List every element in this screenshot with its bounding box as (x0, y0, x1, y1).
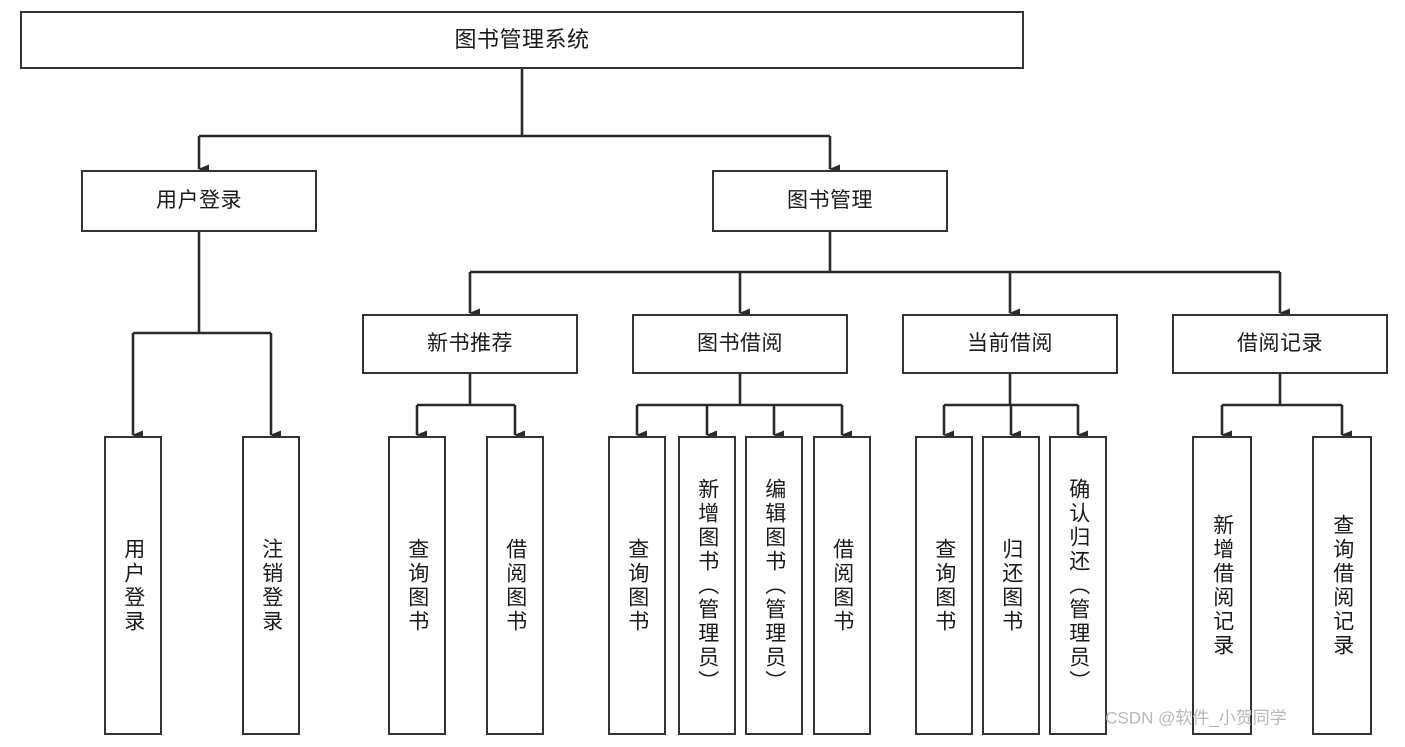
node-leaf-add-book[interactable]: 新增图书（管理员） (678, 436, 736, 735)
node-current-borrow[interactable]: 当前借阅 (902, 314, 1118, 374)
node-label-current-borrow: 当前借阅 (967, 331, 1053, 355)
node-label-leaf-return-book: 归还图书 (999, 537, 1023, 634)
node-label-leaf-query-borrow-record: 查询借阅记录 (1330, 513, 1354, 658)
node-leaf-borrow-book-2[interactable]: 借阅图书 (813, 436, 871, 735)
node-leaf-return-book[interactable]: 归还图书 (982, 436, 1040, 735)
node-user-login[interactable]: 用户登录 (81, 170, 317, 232)
node-label-borrow-record: 借阅记录 (1237, 331, 1323, 355)
node-label-leaf-borrow-book-1: 借阅图书 (503, 537, 527, 634)
node-label-leaf-query-book-3: 查询图书 (932, 537, 956, 634)
node-leaf-add-borrow-record[interactable]: 新增借阅记录 (1192, 436, 1252, 735)
node-label-leaf-edit-book: 编辑图书（管理员） (762, 477, 786, 694)
edges-group (131, 69, 1352, 440)
node-borrow-record[interactable]: 借阅记录 (1172, 314, 1388, 374)
node-label-root: 图书管理系统 (454, 27, 590, 53)
node-label-leaf-user-logout: 注销登录 (259, 537, 283, 634)
node-label-book-manage: 图书管理 (787, 188, 873, 212)
node-leaf-query-book-1[interactable]: 查询图书 (388, 436, 446, 735)
node-label-leaf-user-login: 用户登录 (121, 537, 145, 634)
watermark-label: CSDN @软件_小贺同学 (1105, 708, 1287, 728)
node-label-leaf-query-book-2: 查询图书 (625, 537, 649, 634)
node-leaf-edit-book[interactable]: 编辑图书（管理员） (745, 436, 803, 735)
node-label-leaf-add-borrow-record: 新增借阅记录 (1210, 513, 1234, 658)
node-label-user-login: 用户登录 (156, 188, 242, 212)
node-leaf-query-book-3[interactable]: 查询图书 (915, 436, 973, 735)
node-leaf-borrow-book-1[interactable]: 借阅图书 (486, 436, 544, 735)
node-new-book-recommend[interactable]: 新书推荐 (362, 314, 578, 374)
node-leaf-query-book-2[interactable]: 查询图书 (608, 436, 666, 735)
node-label-new-book-recommend: 新书推荐 (427, 331, 513, 355)
node-label-leaf-borrow-book-2: 借阅图书 (830, 537, 854, 634)
node-leaf-user-logout[interactable]: 注销登录 (242, 436, 300, 735)
node-label-book-borrow: 图书借阅 (697, 331, 783, 355)
node-root[interactable]: 图书管理系统 (20, 11, 1024, 69)
node-leaf-user-login[interactable]: 用户登录 (104, 436, 162, 735)
node-label-leaf-confirm-return: 确认归还（管理员） (1066, 477, 1090, 694)
node-leaf-query-borrow-record[interactable]: 查询借阅记录 (1312, 436, 1372, 735)
node-leaf-confirm-return[interactable]: 确认归还（管理员） (1049, 436, 1107, 735)
node-book-borrow[interactable]: 图书借阅 (632, 314, 848, 374)
node-book-manage[interactable]: 图书管理 (712, 170, 948, 232)
node-label-leaf-query-book-1: 查询图书 (405, 537, 429, 634)
node-label-leaf-add-book: 新增图书（管理员） (695, 477, 719, 694)
